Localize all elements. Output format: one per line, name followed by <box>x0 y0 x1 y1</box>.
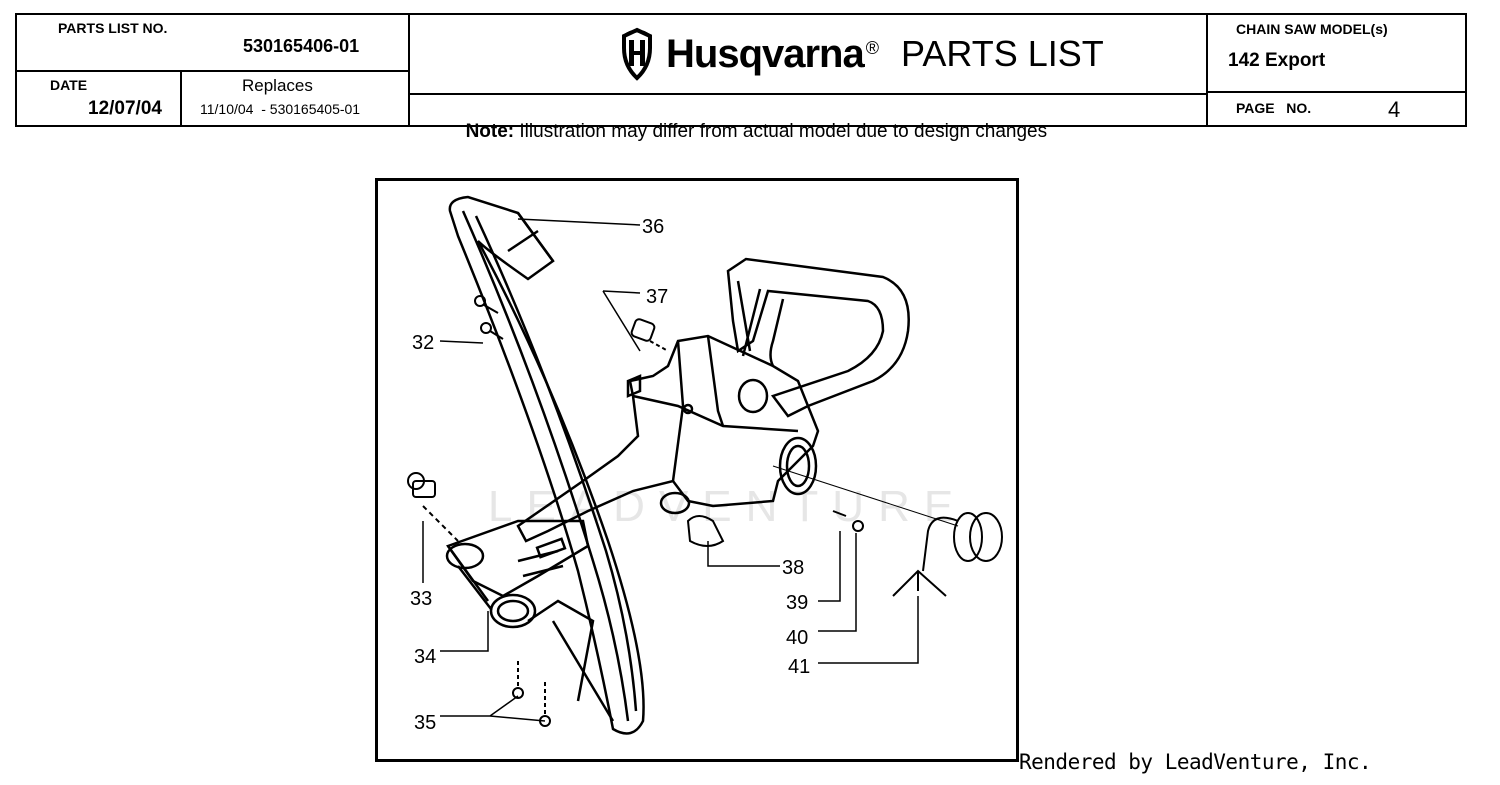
callout-37: 37 <box>646 286 668 308</box>
page-title: PARTS LIST <box>901 33 1104 74</box>
divider <box>408 93 1208 95</box>
date-label: DATE <box>50 77 88 93</box>
husqvarna-logo-icon <box>622 27 652 81</box>
leader-lines <box>422 218 919 722</box>
callout-40: 40 <box>786 627 808 649</box>
callout-34: 34 <box>414 646 436 668</box>
replaces-label: Replaces <box>242 76 313 95</box>
callout-38: 38 <box>782 557 804 579</box>
note-text: Illustration may differ from actual mode… <box>514 121 1048 142</box>
model-value: 142 Export <box>1228 50 1326 71</box>
divider <box>180 70 182 127</box>
divider <box>1206 91 1466 93</box>
brand-block: Husqvarna ® PARTS LIST <box>612 24 1104 84</box>
brand-name: Husqvarna <box>666 31 865 76</box>
page-label: PAGE NO. <box>1236 100 1312 116</box>
brand-mark: ® <box>865 37 880 58</box>
date-value: 12/07/04 <box>88 98 162 119</box>
callout-35: 35 <box>414 712 436 734</box>
callout-36: 36 <box>642 216 664 238</box>
callout-39: 39 <box>786 592 808 614</box>
callout-32: 32 <box>412 332 434 354</box>
parts-diagram: LEADVENTURE <box>375 178 1019 762</box>
note-line: Note: Illustration may differ from actua… <box>455 99 1048 143</box>
callouts: 36 37 32 33 34 35 38 39 40 41 <box>410 216 810 734</box>
divider <box>15 70 409 72</box>
callout-41: 41 <box>788 656 810 678</box>
parts-list-no-label: PARTS LIST NO. <box>58 20 168 36</box>
note-label: Note: <box>465 121 515 142</box>
watermark: LEADVENTURE <box>488 482 967 531</box>
page-number: 4 <box>1388 97 1401 122</box>
rear-handle-drawing <box>726 257 910 418</box>
handle-assembly-illustration: LEADVENTURE <box>407 195 1003 735</box>
callout-33: 33 <box>410 588 432 610</box>
model-label: CHAIN SAW MODEL(s) <box>1236 21 1388 37</box>
lower-mount-drawing <box>445 519 590 629</box>
front-handlebar-drawing <box>448 195 645 735</box>
parts-list-no: 530165406-01 <box>243 36 360 56</box>
small-parts-drawing <box>407 295 1003 727</box>
divider <box>408 13 410 127</box>
replaces-value: 11/10/04 - 530165405-01 <box>200 101 361 117</box>
rendered-by-credit: Rendered by LeadVenture, Inc. <box>1019 750 1372 774</box>
divider <box>1206 13 1208 127</box>
handle-body-drawing <box>516 334 820 543</box>
